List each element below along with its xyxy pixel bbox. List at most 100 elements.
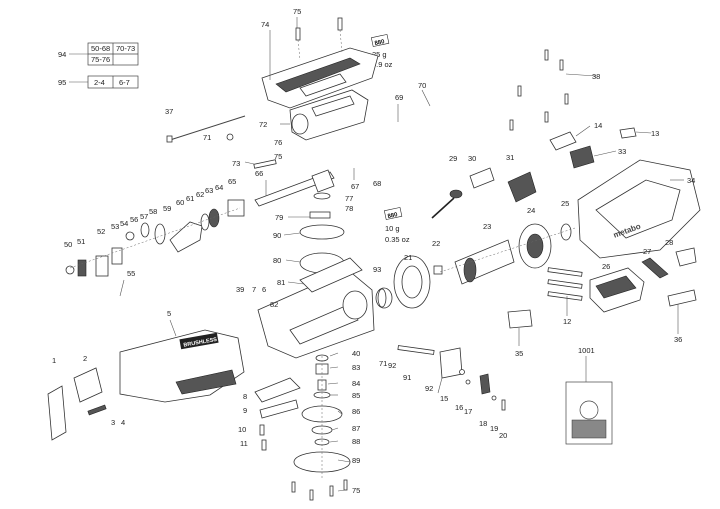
grease-weight-oz-mid: 0.35 oz [385,235,410,244]
grease-badge-top: 880 [374,39,386,47]
part-label: 13 [651,129,659,138]
part-label: 29 [449,154,457,163]
part-label: 92 [425,384,433,393]
screws-38 [509,49,569,131]
top-cover-part [261,47,379,109]
detail-box-1001 [565,381,613,445]
gearbox-housing [257,257,375,359]
part-label: 70 [418,81,426,90]
ring-93 [377,288,387,308]
switch-parts [431,167,537,219]
screws-top [295,17,343,61]
part-label: 61 [186,194,194,203]
part-label: 54 [120,219,128,228]
part-label: 26 [602,262,610,271]
part-label: 53 [111,222,119,231]
shoe-parts [47,367,107,441]
grease-note-top: 880 25 g 0.9 oz [370,34,393,69]
part-label: 81 [277,278,285,287]
legend-95-cell-a: 2-4 [94,78,105,87]
grease-weight-g-mid: 10 g [385,224,400,233]
part-label: 72 [259,120,267,129]
part-label: 17 [464,407,472,416]
part-label: 23 [483,222,491,231]
screw-91 [397,345,435,355]
part-label: 2 [83,354,87,363]
part-label: 15 [440,394,448,403]
part-label: 86 [352,407,360,416]
part-label: 88 [352,437,360,446]
part-label: 90 [273,231,281,240]
part-label: 25 [561,199,569,208]
part-label: 35 [515,349,523,358]
part-label: 78 [345,204,353,213]
lower-levers [254,377,301,451]
saw-brand-text: BRUSHLESS [183,337,218,349]
small-parts-right [439,347,506,411]
grease-weight-oz-top: 0.9 oz [372,60,393,69]
gear-housing-part [289,89,369,141]
part-label: 71 [203,133,211,142]
part-label: 77 [345,194,353,203]
part-label: 68 [373,179,381,188]
part-label: 8 [243,392,247,401]
part-label: 22 [432,239,440,248]
part-label: 84 [352,379,360,388]
part-label: 75 [352,486,360,495]
part-label: 36 [674,335,682,344]
part-label: 7 [252,285,256,294]
part-label: 37 [165,107,173,116]
part-label: 1 [52,356,56,365]
part-label: 6 [262,285,266,294]
part-label: 71 [379,359,387,368]
part-label: 11 [240,439,248,448]
part-label: 62 [196,190,204,199]
part-labels: 1 2 3 4 5 6 7 8 9 10 11 12 13 14 15 16 1… [52,7,695,495]
part-label: 50 [64,240,72,249]
part-label: 82 [270,300,278,309]
part-label: 87 [352,424,360,433]
part-label: 40 [352,349,360,358]
grease-note-mid: 880 10 g 0.35 oz [383,207,410,244]
legend-table-95: 95 2-4 6-7 [58,75,139,89]
screws-bottom [291,479,348,501]
legend-95-id: 95 [58,78,66,87]
part-label: 58 [149,207,157,216]
part-label: 56 [130,215,138,224]
counterweight-parts [299,192,345,274]
pads [507,127,697,329]
part-label: 9 [243,406,247,415]
part-label: 5 [167,309,171,318]
part-label: 92 [388,361,396,370]
part-label: 64 [215,183,223,192]
part-label: 66 [255,169,263,178]
legend-94-cell-c: 75-76 [91,55,110,64]
part-label: 57 [140,212,148,221]
part-label: 33 [618,147,626,156]
part-label: 18 [479,419,487,428]
part-label: 69 [395,93,403,102]
part-label: 3 [111,418,115,427]
grease-badge-mid: 880 [387,212,399,220]
leader-lines [119,17,684,492]
electronics-parts [547,247,697,313]
part-label: 80 [273,256,281,265]
legend-94-cell-a: 50-68 [91,44,110,53]
legend-95-cell-b: 6-7 [119,78,130,87]
rear-housing-part: metabo [577,159,701,259]
part-label: 1001 [578,346,595,355]
gear-train-left [65,199,245,277]
part-label: 79 [275,213,283,222]
part-label: 74 [261,20,269,29]
part-label: 75 [293,7,301,16]
legend-94-id: 94 [58,50,66,59]
legend-94-cell-b: 70-73 [116,44,135,53]
part-label: 30 [468,154,476,163]
part-label: 10 [238,425,246,434]
part-label: 73 [232,159,240,168]
lower-gear-stack [293,354,351,478]
part-label: 39 [236,285,244,294]
part-label: 85 [352,391,360,400]
